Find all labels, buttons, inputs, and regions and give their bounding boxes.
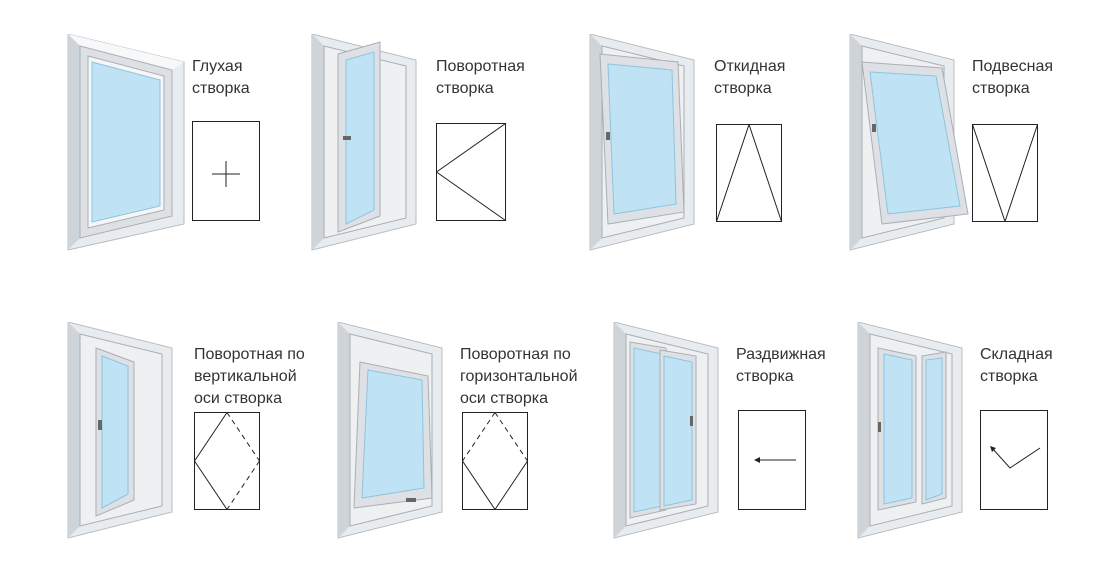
scheme-vertical-pivot	[194, 412, 260, 510]
sash-item-sliding: Раздвижная створка	[612, 322, 882, 552]
sash-item-folding: Складная створка	[856, 322, 1112, 552]
scheme-tilt	[716, 124, 782, 222]
sash-item-vertical-pivot: Поворотная по вертикальной оси створка	[66, 322, 336, 552]
scheme-turn	[436, 123, 506, 221]
scheme-fixed-cross	[192, 121, 260, 221]
turn-window-illustration	[311, 34, 417, 251]
sash-label-fixed: Глухая створка	[192, 58, 250, 97]
sash-label-turn: Поворотная створка	[436, 58, 525, 97]
sash-item-hung: Подвесная створка	[848, 34, 1112, 264]
fixed-window-illustration	[67, 34, 185, 251]
sash-item-fixed: Глухая створка	[66, 34, 336, 264]
tilt-window-illustration	[589, 34, 695, 251]
sash-item-tilt: Откидная створка	[588, 34, 858, 264]
sash-label-tilt: Откидная створка	[714, 58, 786, 97]
sliding-window-illustration	[613, 322, 719, 539]
sash-label-horizontal-pivot: Поворотная по горизонтальной оси створка	[460, 346, 578, 407]
sash-label-vertical-pivot: Поворотная по вертикальной оси створка	[194, 346, 305, 407]
scheme-sliding	[738, 410, 806, 510]
hung-window-illustration	[849, 34, 969, 251]
sash-label-sliding: Раздвижная створка	[736, 346, 826, 385]
folding-window-illustration	[857, 322, 963, 539]
scheme-hung	[972, 124, 1038, 222]
sash-label-folding: Складная створка	[980, 346, 1053, 385]
sash-item-horizontal-pivot: Поворотная по горизонтальной оси створка	[336, 322, 606, 552]
sash-item-turn: Поворотная створка	[310, 34, 580, 264]
scheme-horizontal-pivot	[462, 412, 528, 510]
horizontal-pivot-window-illustration	[337, 322, 443, 539]
scheme-folding	[980, 410, 1048, 510]
sash-label-hung: Подвесная створка	[972, 58, 1053, 97]
vertical-pivot-window-illustration	[67, 322, 173, 539]
